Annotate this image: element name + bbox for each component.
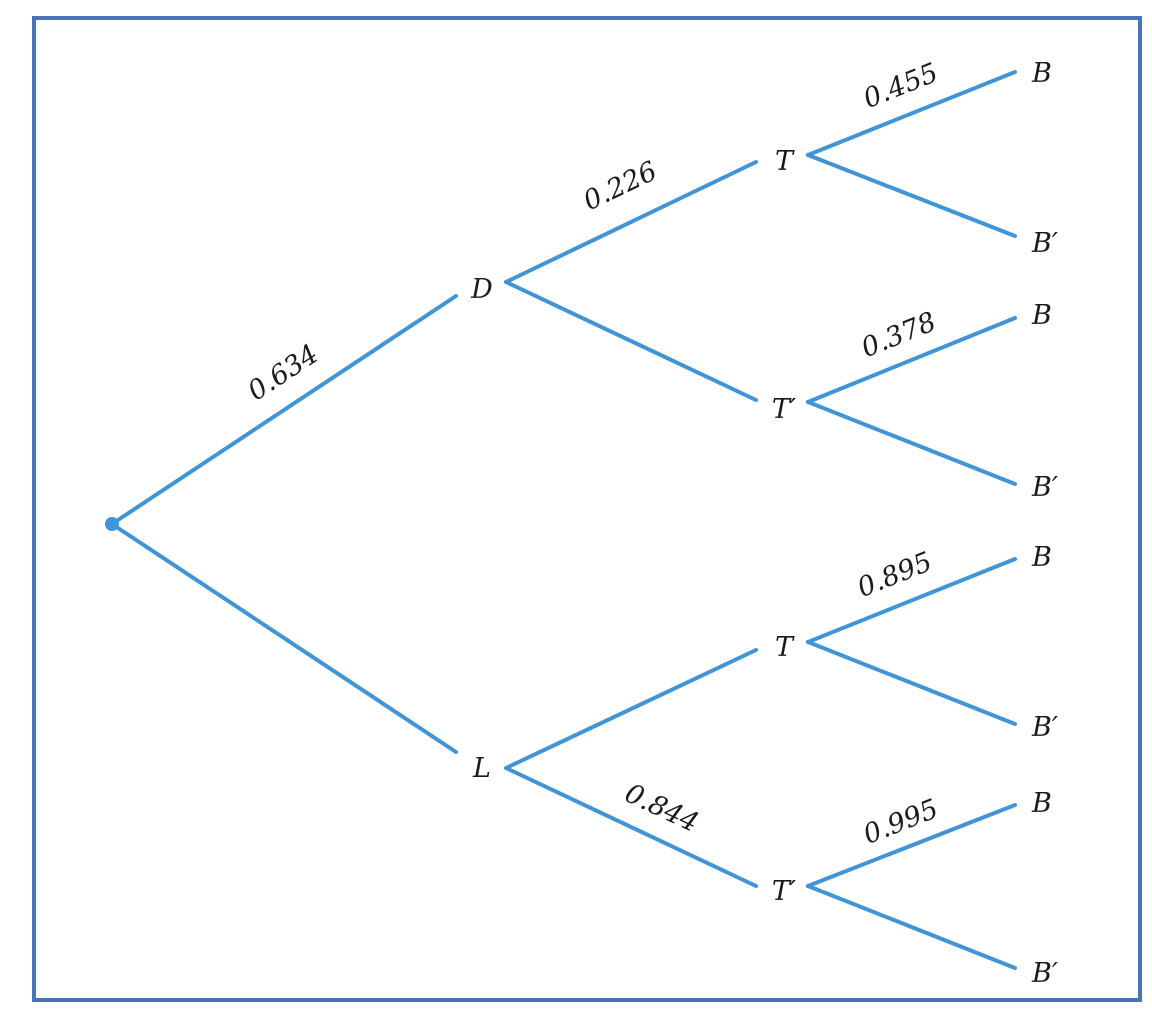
edge-LTp-B: [806, 803, 1017, 888]
node-D-Tprime-B: B: [1031, 300, 1052, 331]
prob-root-D: 0.634: [243, 339, 325, 408]
node-L: L: [472, 753, 491, 784]
edge-LT-Bp: [806, 640, 1017, 726]
edge-D-Tp: [504, 280, 758, 402]
edge-L-T: [504, 648, 758, 770]
node-D-T: T: [775, 146, 795, 177]
diagram-frame: [32, 16, 1142, 1002]
node-L-T: T: [775, 632, 795, 663]
node-D: D: [470, 274, 493, 305]
edge-DTp-B: [806, 316, 1017, 404]
edge-DT-B: [806, 70, 1017, 157]
node-D-T-B: B: [1031, 58, 1052, 89]
edge-DTp-Bp: [806, 400, 1017, 486]
node-L-T-Bprime: B′: [1031, 712, 1058, 743]
node-D-Tprime: T′: [772, 394, 796, 425]
prob-D-T: 0.226: [579, 156, 662, 217]
edge-LTp-Bp: [806, 884, 1017, 970]
node-D-Tprime-Bprime: B′: [1031, 472, 1058, 503]
node-L-Tprime-B: B: [1031, 788, 1052, 819]
node-L-T-B: B: [1031, 542, 1052, 573]
edge-DT-Bp: [806, 153, 1017, 238]
edge-root-L: [110, 522, 458, 754]
edge-LT-B: [806, 557, 1017, 644]
edge-D-T: [504, 160, 758, 284]
prob-L-Tprime-B: 0.995: [859, 794, 942, 851]
node-D-T-Bprime: B′: [1031, 228, 1058, 259]
node-L-Tprime: T′: [772, 876, 796, 907]
edge-root-D: [110, 294, 458, 526]
node-L-Tprime-Bprime: B′: [1031, 958, 1058, 989]
edge-L-Tp: [504, 766, 758, 888]
